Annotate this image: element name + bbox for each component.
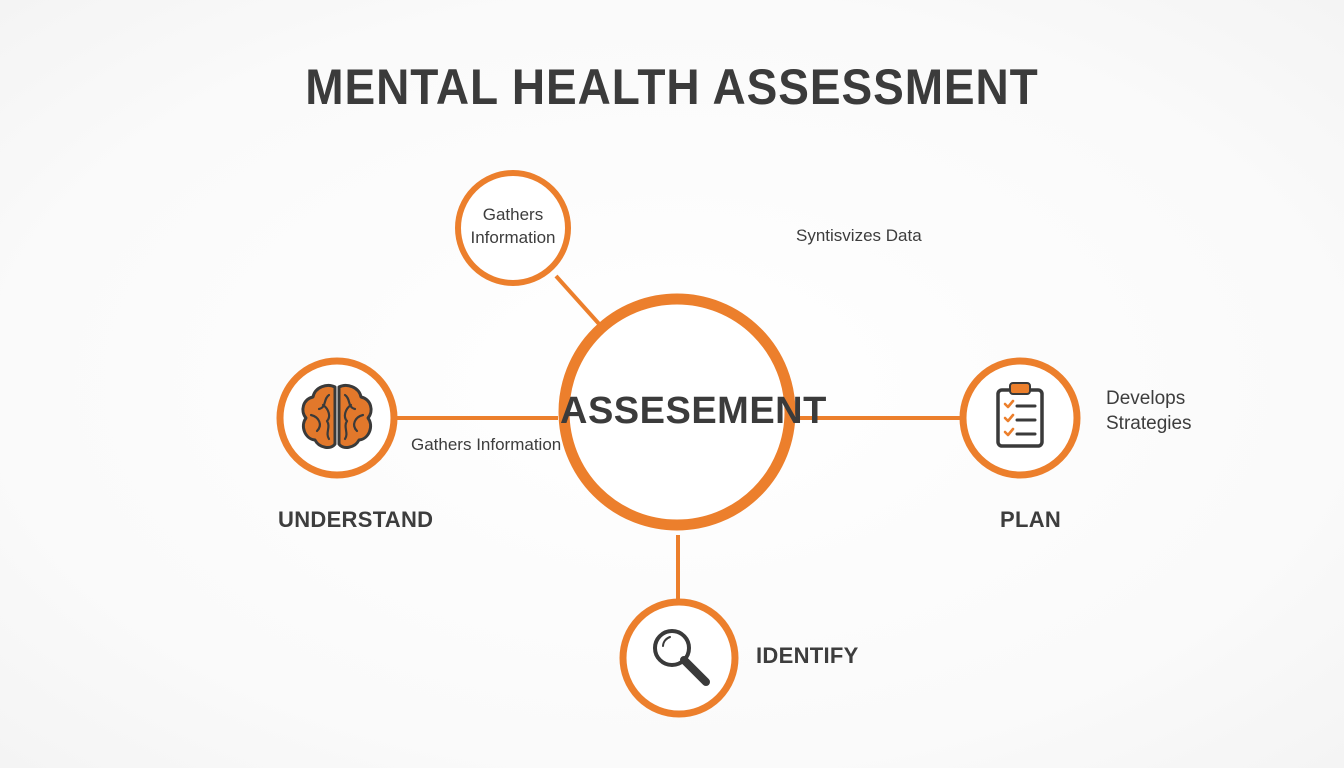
top-node-ring (455, 170, 571, 286)
connector-top (554, 274, 602, 327)
page-title: MENTAL HEALTH ASSESSMENT (305, 59, 1039, 115)
develops-strategies-annotation: Develops Strategies (1106, 388, 1192, 434)
brain-icon (301, 383, 373, 449)
identify-label: IDENTIFY (756, 643, 859, 668)
center-node-ring (558, 293, 796, 531)
left-node-ring (276, 357, 398, 479)
left-edge-annotation: Gathers Information (411, 435, 562, 454)
center-node-label: ASSESEMENT (560, 390, 827, 432)
magnifier-icon (653, 629, 710, 686)
plan-label: PLAN (1000, 507, 1062, 532)
synthesizes-data-annotation: Syntisvizes Data (796, 226, 922, 245)
understand-label: UNDERSTAND (278, 507, 434, 532)
top-node-label: Gathers Information (470, 205, 556, 247)
clipboard-checklist-icon (996, 382, 1044, 448)
